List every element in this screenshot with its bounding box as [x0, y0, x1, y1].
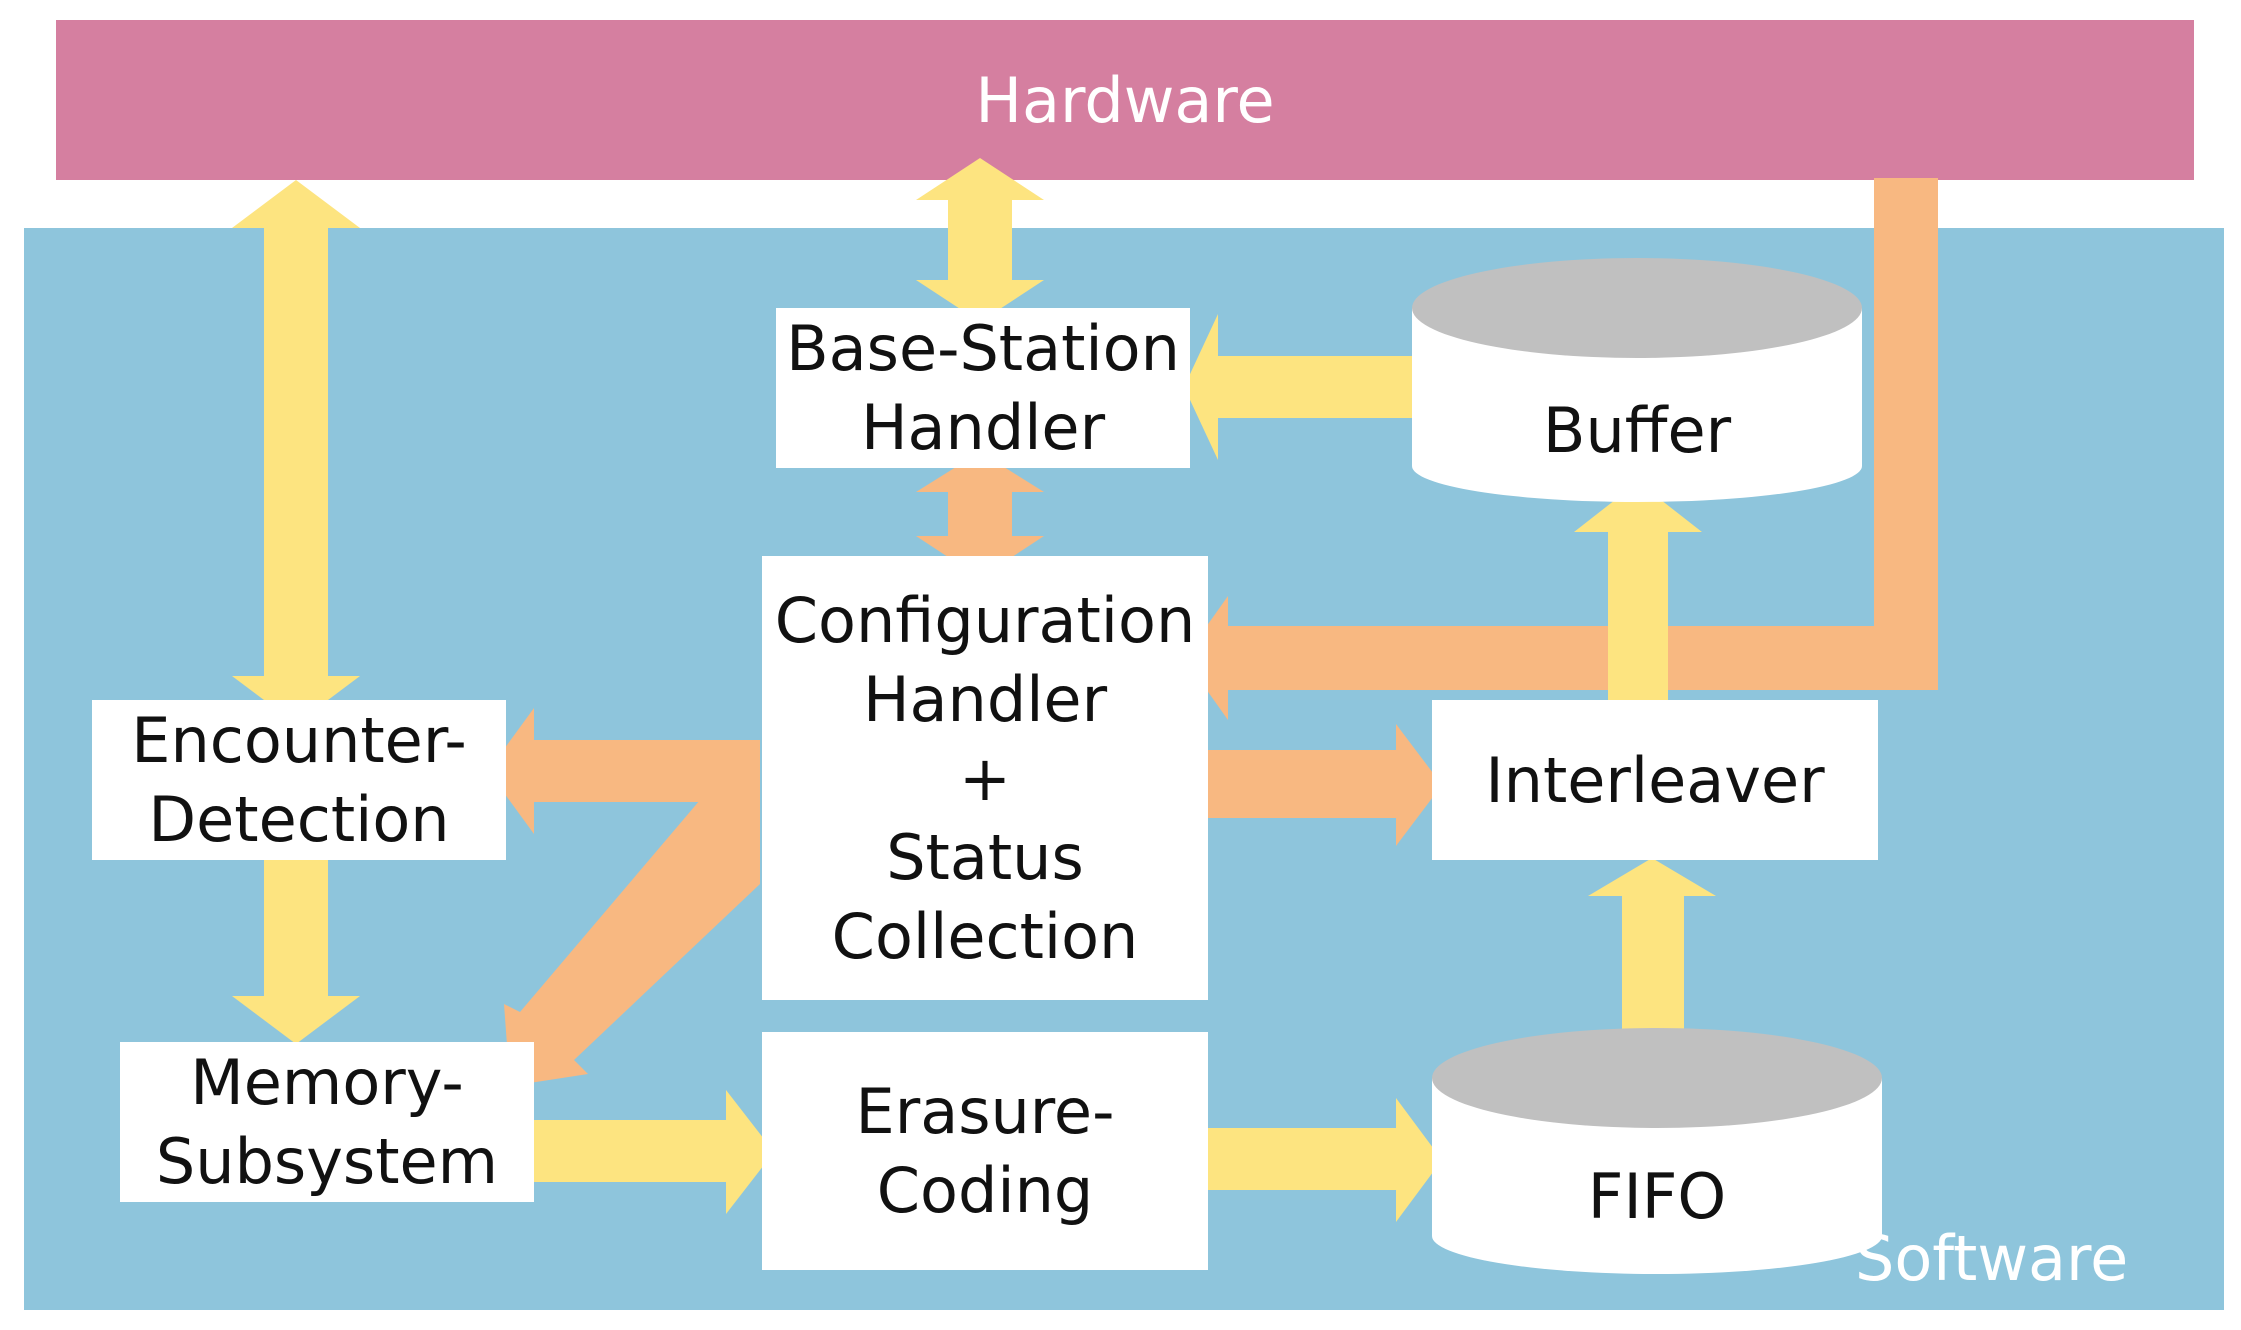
hw-feedback-arrow-to-configuration — [1184, 596, 1938, 720]
arrow-configuration-memory — [504, 800, 760, 1086]
software-label: Software — [1855, 1222, 2129, 1295]
configuration-handler-block: Configuration Handler + Status Collectio… — [762, 556, 1208, 1000]
memory-subsystem-block: Memory- Subsystem — [120, 1042, 534, 1202]
arrow-configuration-encounter — [488, 708, 760, 834]
hw-feedback-vertical — [1874, 178, 1938, 690]
arrow-basestation-configuration — [916, 452, 1044, 578]
buffer-label: Buffer — [1542, 393, 1732, 467]
fifo-cylinder — [1432, 1028, 1882, 1274]
hardware-layer — [56, 20, 2194, 180]
encounter-detection-block: Encounter- Detection — [92, 700, 506, 860]
arrow-interleaver-buffer — [1574, 482, 1702, 700]
arrow-buffer-basestation — [1184, 314, 1414, 460]
base-station-handler-block: Base-Station Handler — [776, 308, 1190, 468]
erasure-coding-block: Erasure- Coding — [762, 1032, 1208, 1270]
arrow-hardware-basestation — [916, 158, 1044, 322]
arrow-fifo-interleaver — [1588, 858, 1716, 1040]
arrow-hardware-encounter — [232, 180, 360, 724]
arrow-erasure-fifo — [1208, 1098, 1442, 1222]
buffer-cylinder — [1412, 258, 1862, 502]
interleaver-block: Interleaver — [1432, 700, 1878, 860]
fifo-label: FIFO — [1587, 1159, 1727, 1233]
hardware-label: Hardware — [975, 63, 1275, 137]
arrow-memory-erasure — [534, 1090, 774, 1214]
arrow-configuration-interleaver — [1204, 724, 1442, 846]
arrow-encounter-memory — [232, 860, 360, 1044]
